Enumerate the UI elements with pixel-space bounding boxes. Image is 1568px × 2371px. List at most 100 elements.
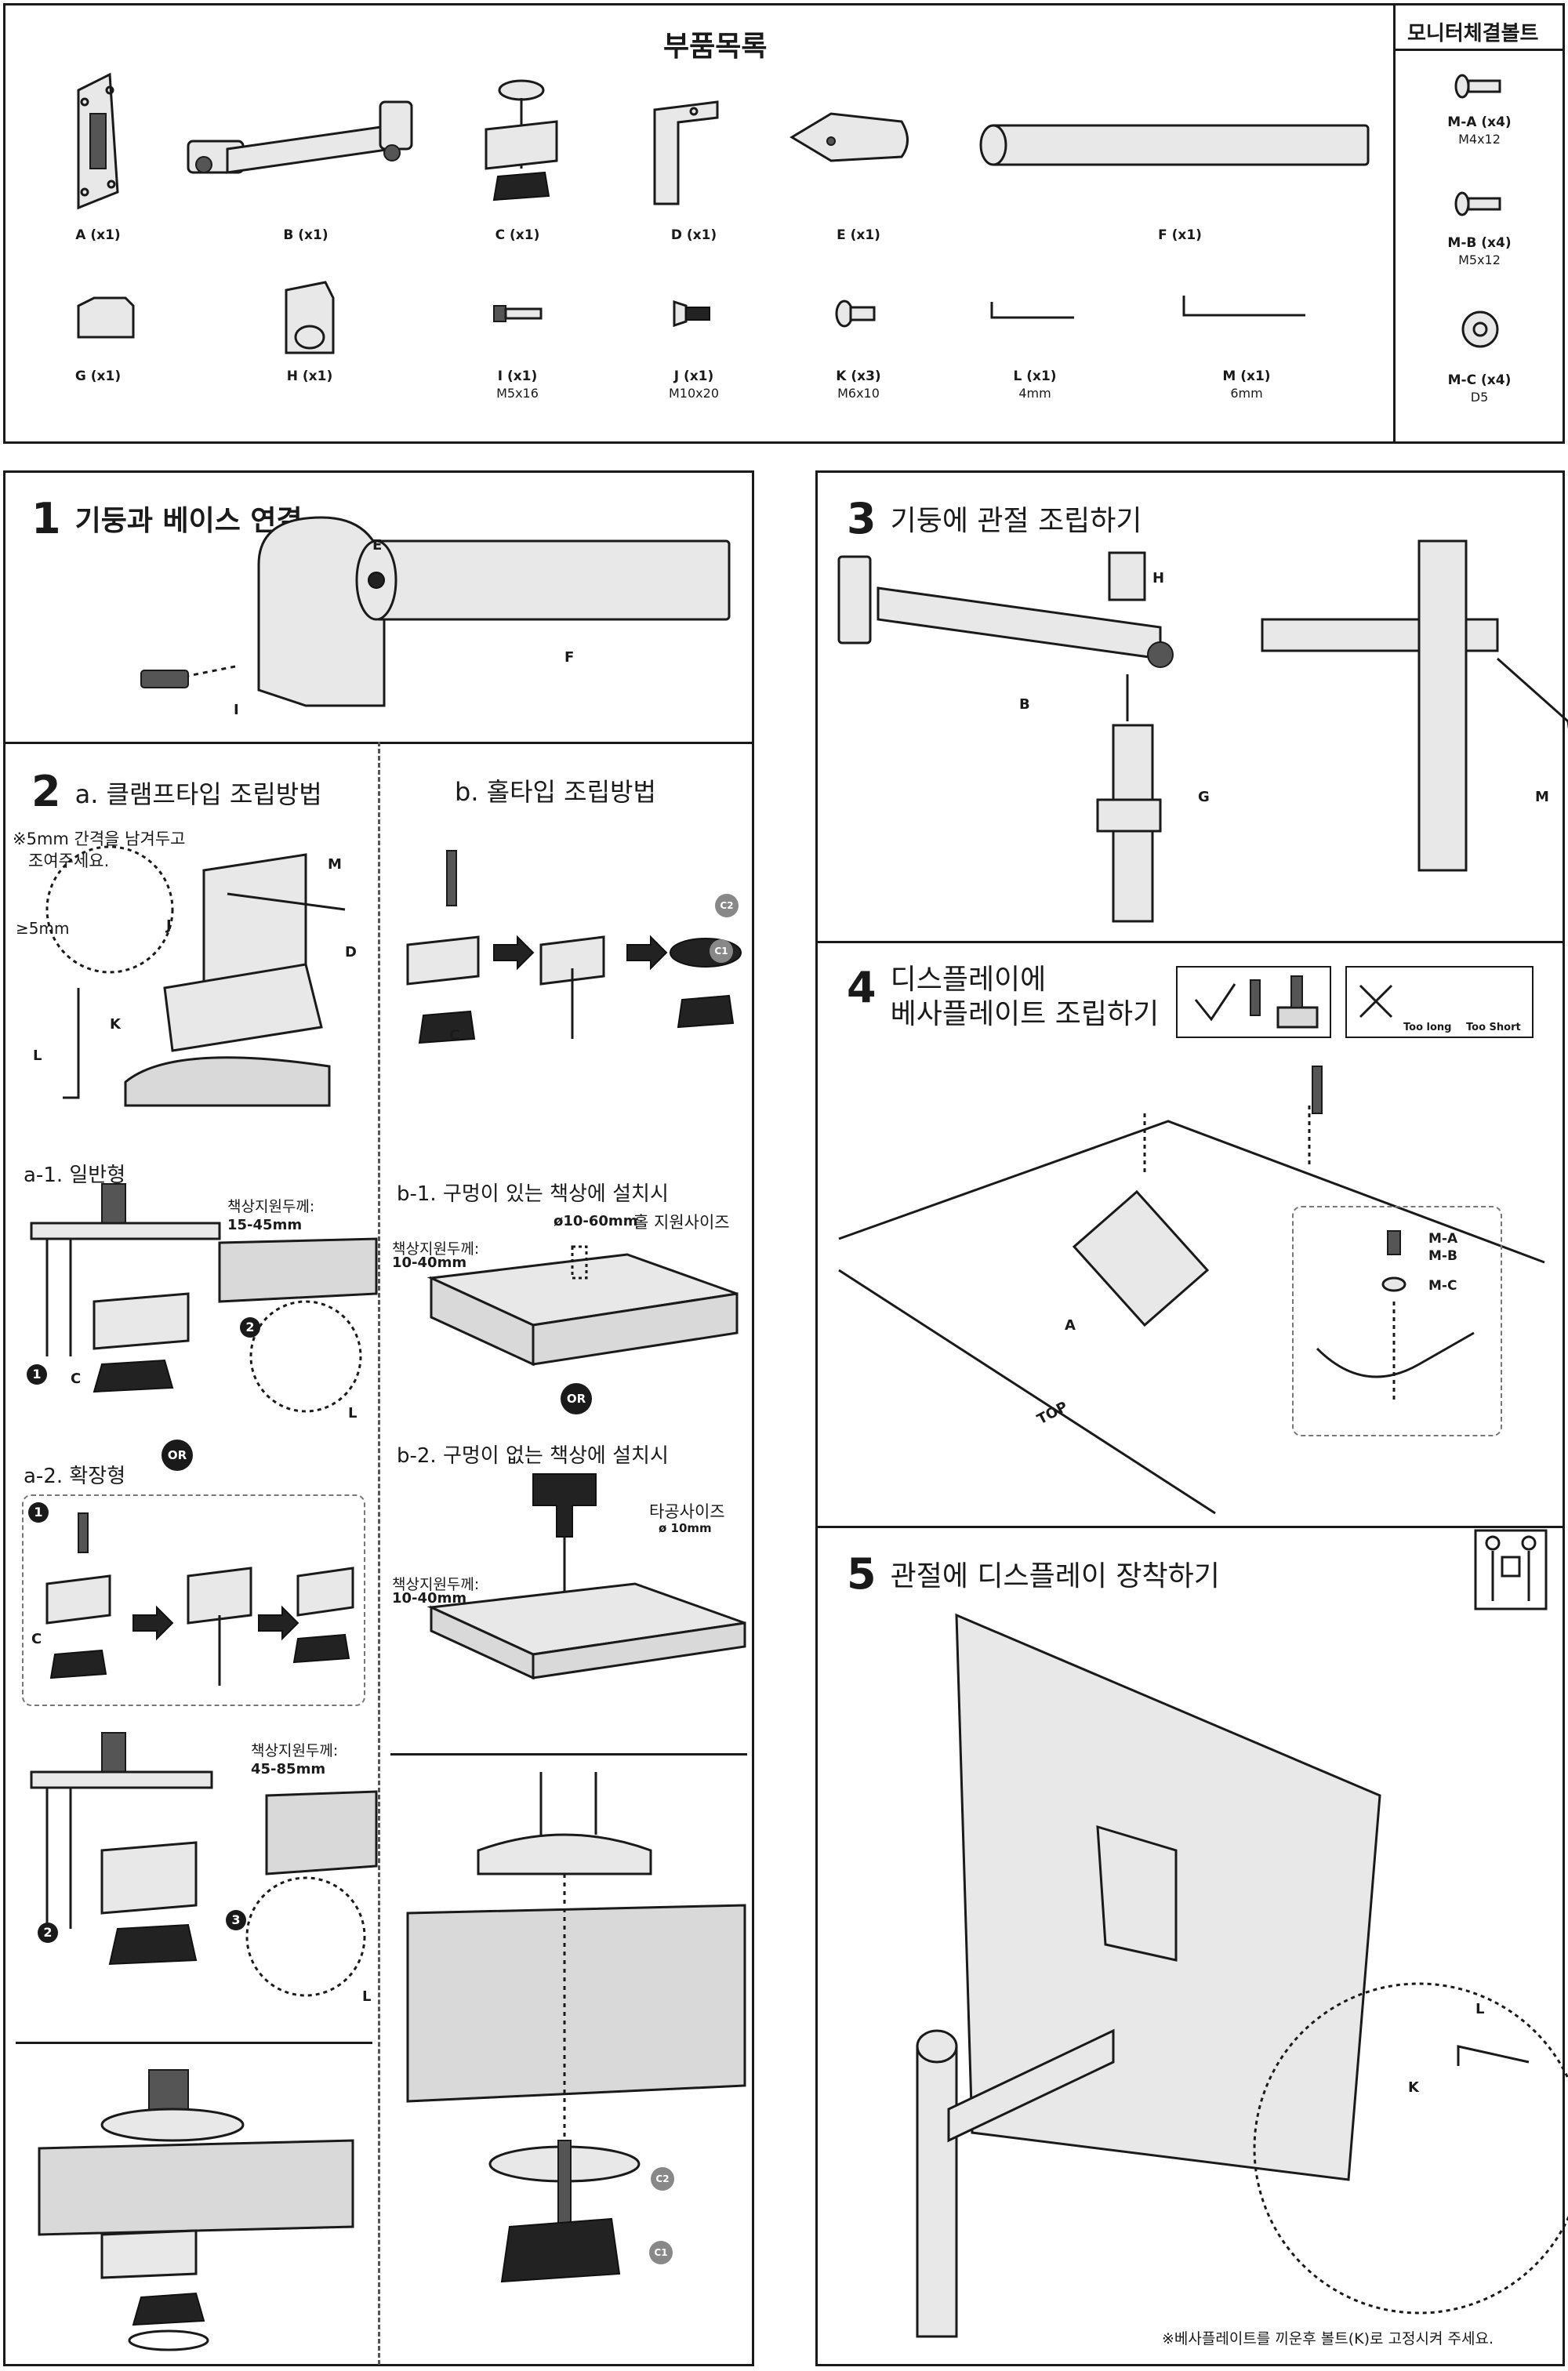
part-i-screw-illustration <box>493 305 543 322</box>
part-caption: C (x1) <box>495 227 540 243</box>
part-g-clip-illustration <box>77 296 135 339</box>
step5-label-k: K <box>1408 2079 1419 2096</box>
part-c-clamp-illustration <box>485 79 558 202</box>
step2-a1-label-c: C <box>71 1371 82 1387</box>
step5-label-l: L <box>1475 2001 1485 2017</box>
part-caption: I (x1)M5x16 <box>496 369 539 401</box>
part-m-hex-key-illustration <box>1182 296 1305 317</box>
part-caption: B (x1) <box>283 227 328 243</box>
step4-correct-bolt-box <box>1176 966 1331 1038</box>
monitor-bolt-caption: M-B (x4)M5x12 <box>1447 235 1512 267</box>
step5-mount-display-illustration <box>916 1613 1568 2338</box>
part-caption: D (x1) <box>670 227 717 243</box>
step4-label-mc: M-C <box>1428 1278 1457 1294</box>
step2-label-l: L <box>33 1048 42 1064</box>
step2-label-d: D <box>345 944 357 960</box>
part-caption: G (x1) <box>74 369 122 384</box>
step2-b1-thickness-label: 책상지원두께: <box>392 1240 480 1258</box>
step2b-section-divider <box>390 1753 747 1756</box>
step2-a2-step-number-3: 3 <box>226 1910 246 1930</box>
step2-a2-thickness-value: 45-85mm <box>251 1761 326 1777</box>
step5-two-person-icon <box>1474 1529 1548 1610</box>
step2a-or-badge: OR <box>162 1440 193 1471</box>
part-b-arm-illustration <box>187 100 413 174</box>
step4-too-long-label: Too long <box>1403 1022 1452 1033</box>
step2-a2-detail-box <box>22 1494 365 1706</box>
step4-vesa-mount-illustration <box>838 1066 1545 1515</box>
monitor-bolts-panel <box>1393 3 1565 444</box>
step2-step-number-1: 1 <box>27 1364 47 1385</box>
part-caption: M (x1)6mm <box>1222 369 1271 401</box>
part-caption: H (x1) <box>286 369 333 384</box>
step2-a2-title: a-2. 확장형 <box>24 1465 126 1488</box>
part-a-vesa-plate-illustration <box>77 72 119 210</box>
step4-divider <box>815 1526 1565 1528</box>
monitor-bolt-caption: M-C (x4)D5 <box>1447 372 1512 405</box>
step3-label-b: B <box>1019 696 1030 713</box>
step4-correct-bolt-icon <box>1250 975 1319 1029</box>
step4-label-ma: M-A <box>1428 1231 1458 1247</box>
step2-b1-hole-size: ø10-60mm <box>554 1213 638 1229</box>
step2-b1-title: b-1. 구멍이 있는 책상에 설치시 <box>397 1182 669 1206</box>
part-caption: L (x1)4mm <box>1013 369 1057 401</box>
part-caption: E (x1) <box>837 227 880 243</box>
step1-label-i: I <box>234 702 239 718</box>
step4-correct-check-icon <box>1194 983 1236 1022</box>
step3-label-h: H <box>1152 570 1165 586</box>
step2-b2-title: b-2. 구멍이 없는 책상에 설치시 <box>397 1444 669 1468</box>
step4-detail-illustration <box>1316 1230 1475 1403</box>
monitor-bolts-title-divider <box>1393 49 1565 51</box>
monitor-bolt-caption: M-A (x4)M4x12 <box>1447 114 1512 147</box>
step2b-or-badge: OR <box>561 1383 592 1414</box>
step2-a1-thickness-label: 책상지원두께: <box>227 1198 315 1215</box>
step2-b2-thickness-label: 책상지원두께: <box>392 1576 480 1593</box>
step2-a2-label-l: L <box>362 1988 372 2005</box>
monitor-bolts-title: 모니터체결볼트 <box>1407 22 1539 45</box>
step4-incorrect-bolt-box <box>1345 966 1534 1038</box>
step2-label-m: M <box>328 856 342 873</box>
part-j-bolt-illustration <box>673 300 710 328</box>
step2-title-b: b. 홀타입 조립방법 <box>455 777 656 807</box>
step2b-c1-badge: C1 <box>649 2241 673 2264</box>
parts-list-title: 부품목록 <box>663 31 768 63</box>
step5-footnote: ※베사플레이트를 끼운후 볼트(K)로 고정시켜 주세요. <box>1162 2330 1494 2347</box>
step2-step-number-2: 2 <box>240 1317 260 1338</box>
part-caption: K (x3)M6x10 <box>836 369 881 401</box>
step1-pole-base-illustration <box>140 516 731 707</box>
step2a-bottom-divider <box>16 2042 372 2044</box>
step2a-clamp-illustration <box>45 845 346 1107</box>
monitor-bolt-ma-illustration <box>1454 74 1501 99</box>
step1-panel <box>3 470 754 2366</box>
step1-label-e: E <box>372 537 383 554</box>
part-caption: J (x1)M10x20 <box>669 369 719 401</box>
part-caption: F (x1) <box>1158 227 1202 243</box>
step2-a2-step-number-1: 1 <box>28 1502 49 1523</box>
step2-gap-label: ≥5mm <box>16 919 70 938</box>
step2-b1-hole-label: 홀 지원사이즈 <box>633 1213 730 1232</box>
step2-a2-thickness-label: 책상지원두께: <box>251 1742 339 1759</box>
step4-label-a: A <box>1065 1317 1076 1334</box>
step2-b1-thickness-value: 10-40mm <box>392 1254 467 1271</box>
step2b-hole-illustration <box>406 850 742 1044</box>
step2-b1-desk-illustration <box>426 1245 739 1367</box>
step2-a1-label-l: L <box>348 1405 358 1422</box>
part-caption: A (x1) <box>75 227 121 243</box>
part-k-bolt-illustration <box>835 300 876 328</box>
part-l-hex-key-illustration <box>990 302 1074 319</box>
step3-panel <box>815 470 1565 2366</box>
step2-label-c: C <box>449 1027 460 1044</box>
part-e-base-illustration <box>789 112 909 162</box>
monitor-bolt-mb-illustration <box>1454 191 1501 216</box>
step2-a2-desk-clamp-illustration <box>30 1732 378 1997</box>
step3-arm-to-pole-illustration <box>837 539 1568 923</box>
step3-divider <box>815 941 1565 943</box>
step2-a1-thickness-value: 15-45mm <box>227 1217 303 1233</box>
step1-label-f: F <box>564 649 575 666</box>
step3-label-g: G <box>1198 789 1210 805</box>
part-h-cover-illustration <box>285 281 335 354</box>
step2-b2-drill-label: 타공사이즈 <box>649 1502 725 1521</box>
